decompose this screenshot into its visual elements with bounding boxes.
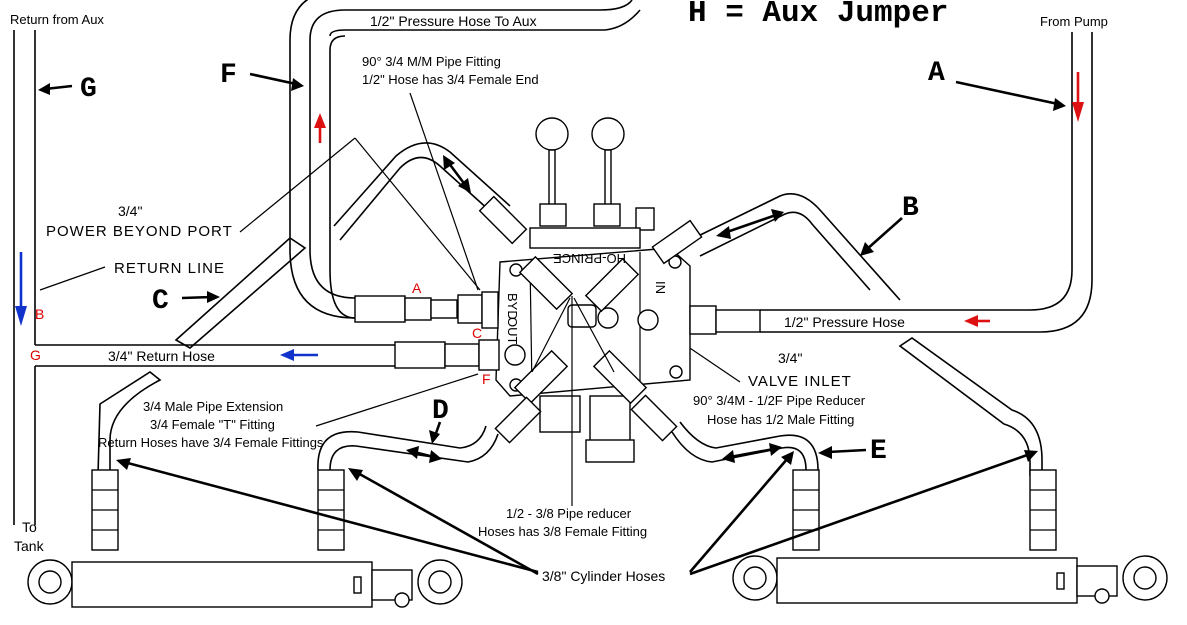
leader-a: [955, 80, 1066, 111]
leader-g: [38, 83, 73, 95]
leader-c: [181, 291, 220, 303]
flex-arrow-e: [722, 443, 782, 463]
pump-flow-arrow: [1072, 72, 1084, 122]
return-flow-arrow: [15, 252, 27, 326]
tee-line3: Return Hoses have 3/4 Female Fittings: [98, 435, 324, 450]
return-from-aux-label: Return from Aux: [10, 12, 104, 27]
reducer-line1: 90° 3/4M - 1/2F Pipe Reducer: [693, 393, 866, 408]
flex-arrow-d: [406, 446, 442, 463]
tank-label: Tank: [14, 538, 45, 554]
flex-arrow-b: [716, 209, 784, 239]
callout-letter-f: F: [220, 60, 237, 91]
return-lines-left: [13, 30, 395, 525]
from-pump-label: From Pump: [1040, 14, 1108, 29]
callout-letter-e: E: [870, 436, 887, 467]
pressure-hose-to-aux-label: 1/2" Pressure Hose To Aux: [370, 13, 537, 29]
valve-out-label: OUT: [505, 317, 520, 345]
to-label: To: [22, 519, 37, 535]
tee-line2: 3/4 Female "T" Fitting: [150, 417, 275, 432]
callout-letter-d: D: [432, 396, 449, 427]
pressure-hose-label: 1/2" Pressure Hose: [784, 314, 905, 330]
hose-d: [317, 425, 499, 471]
diagram-title: H = Aux Jumper: [688, 0, 948, 31]
hose-e: [671, 421, 819, 471]
tee-line1: 3/4 Male Pipe Extension: [143, 399, 283, 414]
cylinder-hose-leaders: [116, 450, 1038, 576]
port-letter-f: F: [482, 371, 491, 387]
callout-letter-g: G: [80, 74, 97, 105]
callout-letter-b: B: [902, 193, 919, 224]
callout-letter-a: A: [928, 58, 945, 89]
callout-letter-c: C: [152, 286, 169, 317]
aux-pressure-hose: [289, 0, 641, 319]
valve-inlet-label: VALVE INLET: [748, 373, 852, 390]
leader-f: [249, 72, 304, 91]
fitting-90-line1: 90° 3/4 M/M Pipe Fitting: [362, 54, 501, 69]
hose-upper-left: [333, 142, 511, 241]
hose-b: [689, 193, 901, 301]
valve-inlet-size: 3/4": [778, 350, 802, 366]
aux-flow-arrow: [314, 113, 326, 143]
power-beyond-size: 3/4": [118, 203, 142, 219]
pump-pressure-hose: [760, 32, 1093, 333]
return-line-label: RETURN LINE: [114, 260, 225, 277]
cylinder-left: [27, 469, 463, 608]
port-letter-c: C: [472, 325, 482, 341]
port-letter-g: G: [30, 347, 41, 363]
pressure-flow-arrow: [964, 315, 990, 327]
leader-d: [429, 421, 442, 444]
fitting-90-line2: 1/2" Hose has 3/4 Female End: [362, 72, 539, 87]
leader-e: [818, 446, 867, 459]
power-beyond-port-label: POWER BEYOND PORT: [46, 223, 233, 240]
reducer-line2: Hose has 1/2 Male Fitting: [707, 412, 854, 427]
port-letter-a: A: [412, 280, 422, 296]
cylinder-right: [732, 469, 1168, 604]
pipe-reducer-line2: Hoses has 3/8 Female Fitting: [478, 524, 647, 539]
return-hose-flow-arrow: [280, 349, 318, 361]
valve-brand: HO-PRINCE: [553, 251, 626, 266]
port-letter-b: B: [35, 306, 44, 322]
leader-b: [860, 217, 903, 256]
return-hose-label: 3/4" Return Hose: [108, 348, 215, 364]
flex-arrow-upper: [443, 155, 471, 193]
cylinder-hoses-label: 3/8" Cylinder Hoses: [542, 568, 665, 584]
valve-byd-label: BYD: [505, 293, 520, 320]
pipe-reducer-line1: 1/2 - 3/8 Pipe reducer: [506, 506, 632, 521]
valve-in-label: IN: [653, 281, 668, 294]
valve-body: [354, 117, 761, 463]
